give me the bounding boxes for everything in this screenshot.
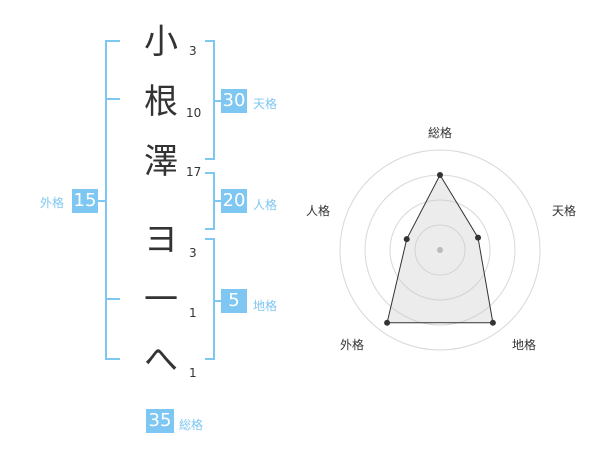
radar-grid-ring: [389, 199, 491, 301]
name-char-3: 澤: [144, 142, 178, 182]
radar-point-3: [489, 319, 496, 326]
jinkaku-label: 人格: [253, 198, 278, 212]
tenkaku-value: 30: [221, 89, 247, 113]
gaikaku-value: 15: [72, 189, 98, 213]
radar-point-5: [403, 236, 410, 243]
name-char-4: ヨ: [144, 220, 178, 260]
tenkaku-label: 天格: [253, 97, 278, 111]
radar-axis-label-soukaku: 総格: [428, 126, 453, 140]
name-char-5: 一: [144, 280, 178, 320]
radar-axis-label-tenkaku: 天格: [552, 204, 577, 218]
stroke-count-2: 10: [186, 106, 202, 120]
radar-grid-ring: [414, 224, 466, 276]
name-char-2: 根: [144, 82, 178, 122]
radar-center-dot: [437, 247, 443, 253]
radar-chart: [339, 149, 541, 351]
radar-point-1: [437, 172, 443, 178]
name-char-1: 小: [144, 22, 178, 62]
stroke-count-3: 17: [186, 165, 202, 179]
stroke-count-6: 1: [189, 366, 197, 380]
radar-axis-label-chikaku: 地格: [512, 338, 537, 352]
soukaku-value: 35: [146, 409, 174, 433]
name-char-6: へ: [144, 340, 178, 380]
stroke-count-1: 3: [189, 44, 197, 58]
radar-axis-label-gaikaku: 外格: [340, 338, 365, 352]
stroke-count-5: 1: [189, 306, 197, 320]
chikaku-label: 地格: [253, 299, 278, 313]
radar-axis-label-jinkaku: 人格: [306, 204, 331, 218]
stroke-count-4: 3: [189, 246, 197, 260]
radar-grid-ring: [339, 149, 541, 351]
soukaku-label: 総格: [179, 418, 204, 432]
radar-point-2: [475, 234, 482, 241]
jinkaku-value: 20: [221, 189, 247, 213]
chikaku-value: 5: [221, 289, 247, 313]
gaikaku-label: 外格: [40, 196, 65, 210]
radar-point-4: [384, 319, 391, 326]
